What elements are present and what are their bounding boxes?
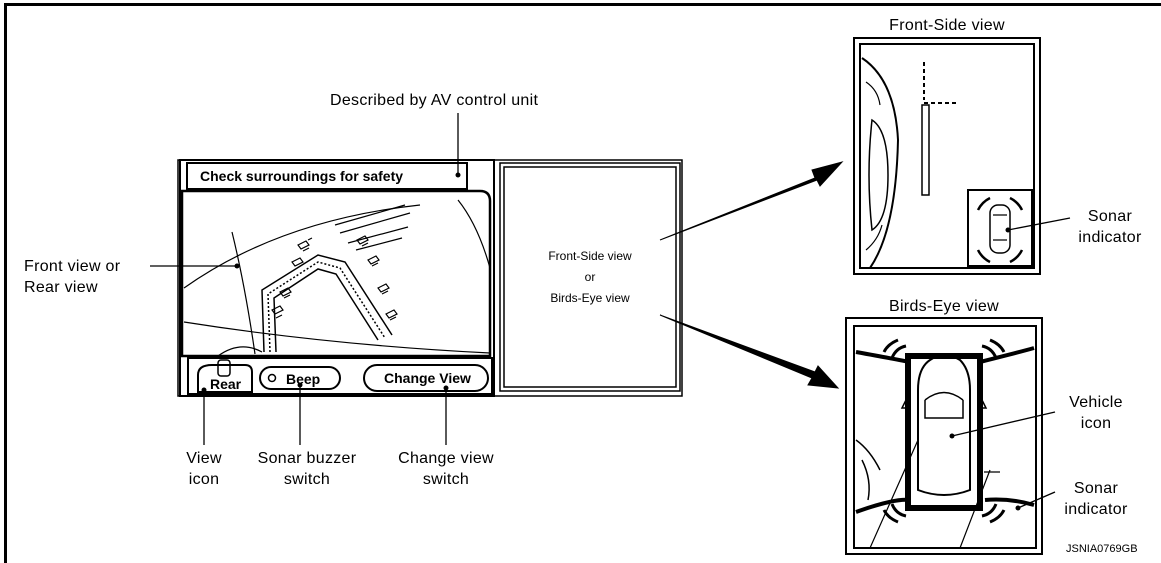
leader-dots [201,172,1021,511]
right-panel-line2: or [584,270,596,284]
monitor-screen [177,159,683,397]
right-panel-line3: Birds-Eye view [550,291,630,305]
screen-banner: Check surroundings for safety [200,168,404,184]
sonar-indicator-top-line1: Sonar [1087,208,1133,225]
change-view-label: Change view switch [384,448,508,490]
leader-lines [150,113,1071,509]
sonar-indicator-bottom-line1: Sonar [1073,480,1119,497]
view-icon-label: View icon [174,448,234,490]
front-or-rear-line2: Rear view [24,279,98,296]
camera-view-lines [183,199,491,357]
sonar-buzzer-label: Sonar buzzer switch [244,448,370,490]
right-panel-line1: Front-Side view [548,249,632,263]
vehicle-icon-label: Vehicle icon [1054,392,1138,434]
sonar-indicator-bottom-line2: indicator [1064,501,1128,518]
described-by-label: Described by AV control unit [330,92,539,109]
rear-view-button[interactable]: Rear [210,376,242,392]
view-arrows[interactable] [659,161,844,389]
sonar-buzzer-line2: switch [283,471,331,488]
view-icon-line1: View [186,450,222,467]
front-side-view-panel [853,37,1041,275]
right-panel-text: Front-Side view or Birds-Eye view [504,248,676,311]
screen-buttons [197,359,489,393]
vehicle-icon-line1: Vehicle [1069,394,1123,411]
beep-button[interactable]: Beep [286,371,321,387]
front-side-view-title: Front-Side view [889,17,1005,34]
birds-eye-view-panel [845,317,1043,555]
change-view-line1: Change view [398,450,494,467]
sonar-buzzer-line1: Sonar buzzer [257,450,357,467]
sonar-indicator-top-label: Sonar indicator [1068,206,1152,248]
birds-eye-view-title: Birds-Eye view [888,298,999,315]
figure-frame [4,3,1161,563]
sonar-indicator-bottom-label: Sonar indicator [1054,478,1138,520]
vehicle-icon-line2: icon [1080,415,1112,432]
figure-code: JSNIA0769GB [1066,543,1138,555]
front-or-rear-view-label: Front view or Rear view [24,256,120,298]
view-icon-line2: icon [188,471,220,488]
front-or-rear-line1: Front view or [24,258,121,275]
change-view-line2: switch [422,471,470,488]
sonar-indicator-top-line2: indicator [1078,229,1142,246]
change-view-button[interactable]: Change View [384,370,471,386]
